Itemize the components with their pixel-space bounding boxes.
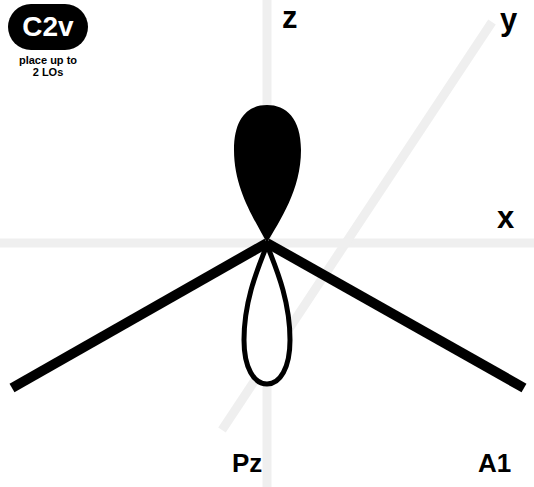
negative-lobe — [244, 245, 290, 384]
symmetry-badge: C2v place up to 2 LOs — [8, 4, 88, 78]
bond — [12, 243, 267, 388]
positive-lobe — [234, 105, 301, 243]
axis-label: y — [500, 2, 517, 38]
axis-label: A1 — [478, 448, 511, 479]
point-group-label: C2v — [8, 4, 88, 50]
y-axis — [222, 22, 492, 430]
axis-label: z — [282, 0, 298, 36]
bond — [267, 243, 524, 388]
axis-label: x — [497, 200, 514, 236]
axis-label: Pz — [232, 448, 262, 479]
instruction-note: place up to 2 LOs — [15, 54, 81, 78]
